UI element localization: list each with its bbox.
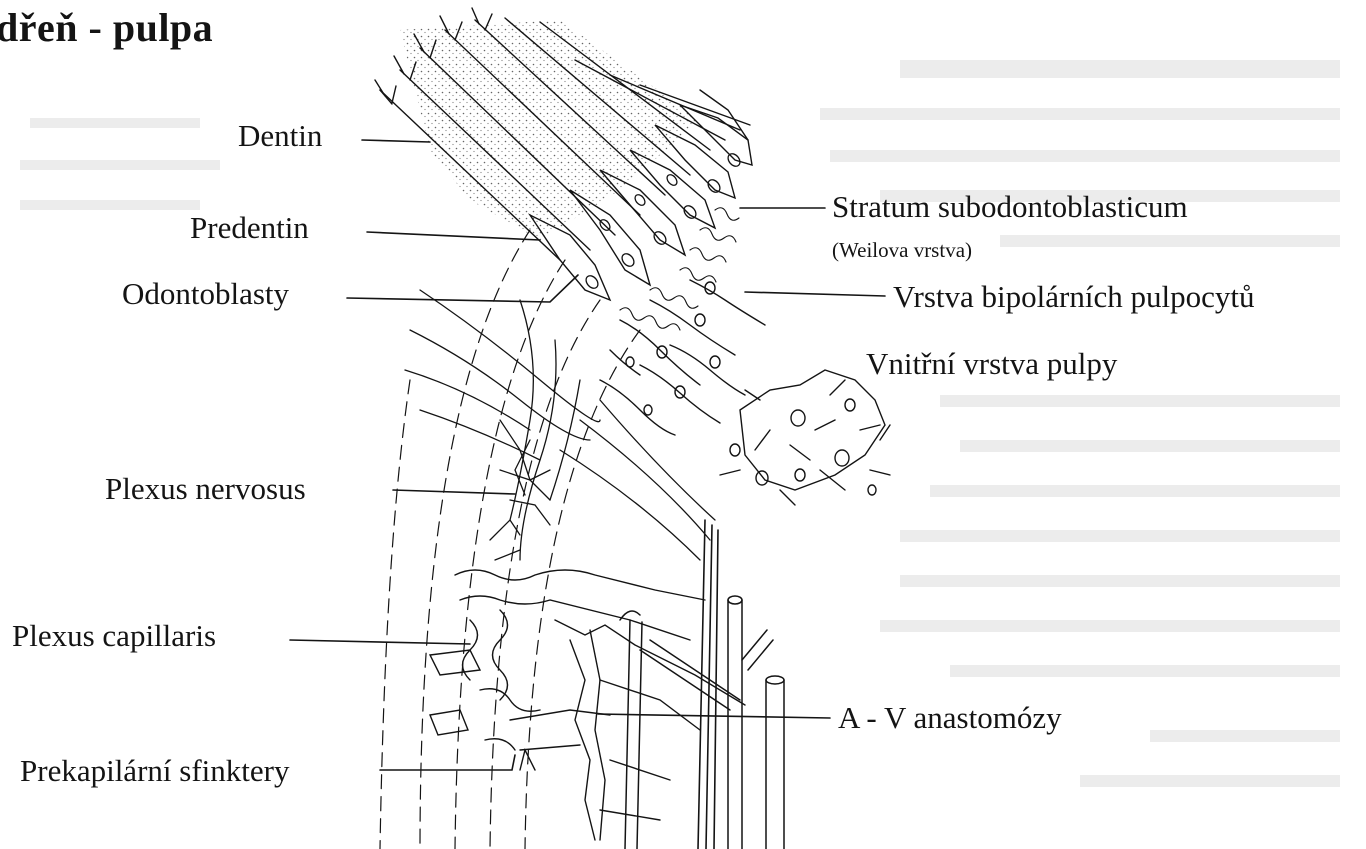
weil-layer-fibres (620, 208, 739, 330)
label-plexus-nervosus: Plexus nervosus (105, 473, 306, 504)
label-plexus-capillaris: Plexus capillaris (12, 620, 216, 651)
label-predentin: Predentin (190, 212, 309, 243)
label-weilova-vrstva: (Weilova vrstva) (832, 240, 972, 261)
label-av-anastomozy: A - V anastomózy (838, 702, 1062, 733)
leader-lines (290, 140, 885, 770)
page-title: dřeň - pulpa (0, 4, 213, 51)
leader-bipolar (745, 292, 885, 296)
leader-predentin (367, 232, 540, 240)
label-dentin: Dentin (238, 120, 322, 151)
leader-dentin (362, 140, 430, 142)
label-stratum-subodontoblasticum: Stratum subodontoblasticum (832, 191, 1188, 222)
label-vrstva-bipolarnich: Vrstva bipolárních pulpocytů (893, 281, 1254, 312)
capillary-plexus (430, 570, 745, 840)
label-vnitrni-vrstva: Vnitřní vrstva pulpy (866, 348, 1117, 379)
leader-plexus-nervosus (393, 490, 515, 494)
label-prekapilarni-sfinktery: Prekapilární sfinktery (20, 755, 289, 786)
main-vessel-trunk (698, 520, 718, 849)
leader-av (598, 714, 830, 718)
label-odontoblasty: Odontoblasty (122, 278, 289, 309)
leader-plexus-capillaris (290, 640, 470, 644)
inner-pulp-cells (720, 370, 890, 505)
leader-prekapilarni (380, 755, 515, 770)
zone-boundaries (380, 230, 640, 849)
